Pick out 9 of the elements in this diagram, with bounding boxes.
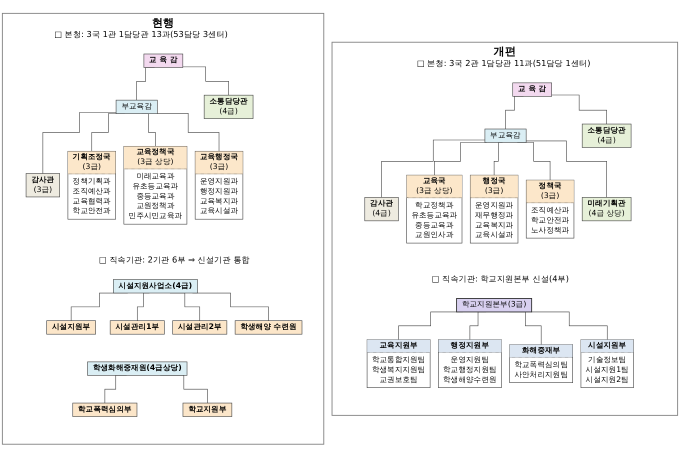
connector xyxy=(530,312,608,340)
connector xyxy=(551,94,607,125)
connector xyxy=(182,66,229,96)
section-heading: □ 본청: 3국 2관 1담당관 11과(51담당 1센터) xyxy=(416,59,590,69)
connector xyxy=(157,113,220,152)
connector xyxy=(526,140,607,198)
section-heading: □ 직속기관: 2기관 6부 ⇒ 신설기관 통합 xyxy=(98,256,250,266)
section-heading: □ 본청: 3국 1관 1담당관 13과(53담당 3센터) xyxy=(54,30,228,40)
section-heading: □ 직속기관: 학교지원본부 신설(4부) xyxy=(432,274,569,284)
